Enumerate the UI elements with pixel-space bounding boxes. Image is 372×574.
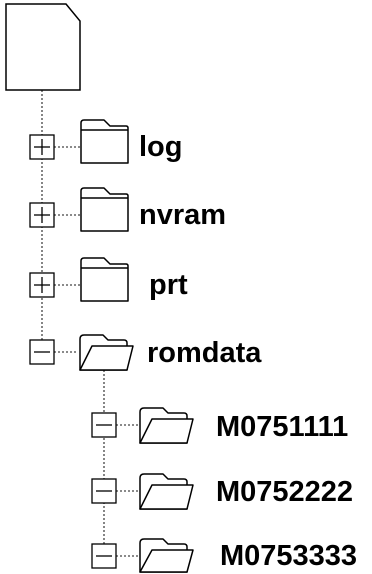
folder-label-prt[interactable]: prt	[149, 269, 188, 301]
collapse-toggle-romdata[interactable]	[29, 339, 55, 365]
collapse-toggle-m0751111[interactable]	[91, 412, 117, 438]
folder-closed-icon[interactable]	[80, 257, 129, 302]
expand-toggle-log[interactable]	[29, 134, 55, 160]
folder-open-icon[interactable]	[139, 538, 194, 573]
folder-label-romdata[interactable]: romdata	[147, 337, 262, 369]
folder-label-nvram[interactable]: nvram	[139, 199, 227, 231]
folder-closed-icon[interactable]	[80, 119, 129, 164]
collapse-toggle-m0753333[interactable]	[91, 543, 117, 569]
folder-closed-icon[interactable]	[80, 187, 129, 232]
folder-label-m0753333[interactable]: M0753333	[220, 540, 358, 572]
folder-open-icon[interactable]	[139, 407, 194, 444]
folder-open-icon[interactable]	[139, 473, 194, 510]
document-icon	[5, 3, 81, 91]
expand-toggle-prt[interactable]	[29, 272, 55, 298]
folder-label-m0752222[interactable]: M0752222	[216, 476, 354, 508]
folder-open-icon[interactable]	[79, 334, 134, 371]
folder-label-m0751111[interactable]: M0751111	[216, 411, 349, 443]
folder-label-log[interactable]: log	[139, 131, 183, 163]
collapse-toggle-m0752222[interactable]	[91, 478, 117, 504]
expand-toggle-nvram[interactable]	[29, 202, 55, 228]
